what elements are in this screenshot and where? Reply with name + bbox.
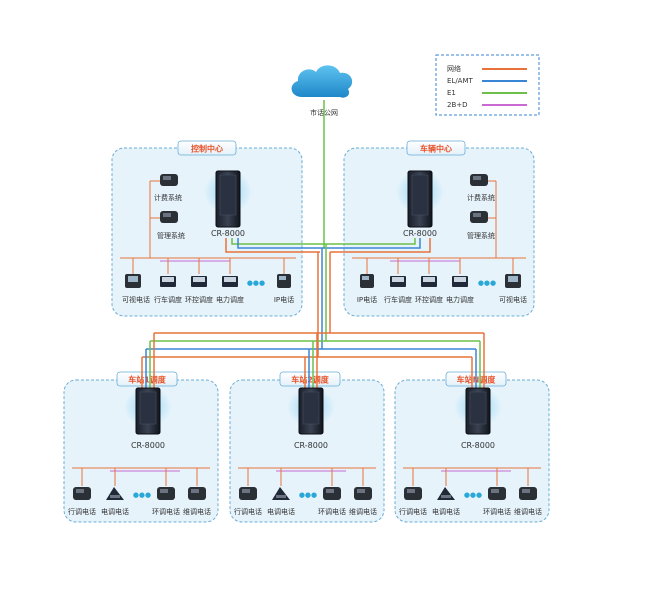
vehicle-terminal-drops — [366, 258, 514, 274]
station-1-phone-label-0: 行调电话 — [68, 507, 96, 516]
control-server-label: CR-8000 — [211, 229, 245, 238]
desk-phone-icon — [323, 487, 341, 500]
dispatch-console-icon — [160, 276, 176, 287]
station-2-ellipsis: ●●● — [299, 491, 317, 499]
station-n-phone-label-2: 环调电话 — [483, 507, 511, 516]
station-1-phone-label-2: 环调电话 — [152, 507, 180, 516]
control-billing-label: 计费系统 — [154, 193, 182, 202]
legend-label-e1: E1 — [447, 89, 456, 97]
vehicle-terminal-label-0: IP电话 — [357, 295, 377, 304]
control-center-title: 控制中心 — [191, 144, 223, 154]
desk-phone-icon — [73, 487, 91, 500]
station-2-title: 车站2调度 — [291, 375, 330, 385]
vehicle-management-phone-icon — [470, 211, 488, 223]
station-n-phones — [404, 487, 537, 500]
station-2-phone-label-1: 电调电话 — [267, 507, 295, 516]
legend-item-2bd: 2B+D — [447, 101, 527, 109]
station-1-phones — [73, 487, 206, 500]
vehicle-server-icon — [396, 170, 444, 228]
control-terminal-label-1: 行车调度 — [154, 295, 182, 304]
control-management-phone-icon — [160, 211, 178, 223]
control-billing-phone-icon — [160, 174, 178, 186]
station-1-server-label: CR-8000 — [131, 441, 165, 450]
vehicle-terminals — [360, 274, 521, 288]
station-n-phone-label-0: 行调电话 — [399, 507, 427, 516]
legend-item-elamt: EL/AMT — [447, 77, 527, 85]
station-n-phone-label-3: 维调电话 — [514, 507, 542, 516]
legend-item-network: 网络 — [447, 64, 527, 73]
vehicle-management-label: 管理系统 — [467, 231, 495, 240]
vehicle-billing-label: 计费系统 — [467, 193, 495, 202]
vehicle-billing-phone-icon — [470, 174, 488, 186]
dispatch-console-icon — [421, 276, 437, 287]
desk-phone-icon — [404, 487, 422, 500]
vehicle-server-label: CR-8000 — [403, 229, 437, 238]
control-terminal-label-3: 电力调度 — [216, 295, 244, 304]
vehicle-terminal-label-3: 电力调度 — [446, 295, 474, 304]
station-n-ellipsis: ●●● — [464, 491, 482, 499]
dispatch-console-icon — [452, 276, 468, 287]
vehicle-center-title: 车辆中心 — [420, 144, 452, 154]
legend: 网络 EL/AMT E1 2B+D — [435, 54, 540, 116]
ip-phone-icon — [277, 274, 291, 288]
station-2-phone-label-0: 行调电话 — [234, 507, 262, 516]
control-center-panel: 控制中心 — [111, 140, 303, 317]
dispatch-phone-icon — [106, 487, 124, 500]
legend-label-network: 网络 — [447, 64, 461, 73]
station-1-phone-label-1: 电调电话 — [101, 507, 129, 516]
station-1-title: 车站1调度 — [128, 375, 167, 385]
control-terminal-label-2: 环控调度 — [185, 295, 213, 304]
vehicle-terminal-label-2: 环控调度 — [415, 295, 443, 304]
backbone-lines — [72, 180, 541, 472]
desk-phone-icon — [519, 487, 537, 500]
vehicle-ellipsis: ●●● — [478, 279, 496, 287]
control-terminal-drops — [132, 258, 285, 274]
station-2-phone-label-2: 环调电话 — [318, 507, 346, 516]
ip-phone-icon — [360, 274, 374, 288]
video-phone-icon — [505, 274, 521, 288]
dispatch-phone-icon — [272, 487, 290, 500]
station-n-phone-label-1: 电调电话 — [432, 507, 460, 516]
station-1-server-icon — [124, 387, 172, 435]
control-terminal-label-4: IP电话 — [274, 295, 294, 304]
station-phone-drops — [81, 468, 529, 486]
vehicle-center-panel: 车辆中心 — [343, 140, 535, 317]
video-phone-icon — [125, 274, 141, 288]
dispatch-console-icon — [191, 276, 207, 287]
station-n-server-icon — [454, 387, 502, 435]
station-2-phones — [239, 487, 372, 500]
station-1-panel: 车站1调度 — [63, 371, 219, 523]
vehicle-terminal-label-4: 可视电话 — [499, 295, 527, 304]
desk-phone-icon — [188, 487, 206, 500]
control-ellipsis: ●●● — [247, 279, 265, 287]
station-1-ellipsis: ●●● — [133, 491, 151, 499]
legend-item-e1: E1 — [447, 89, 527, 97]
control-terminal-label-0: 可视电话 — [122, 295, 150, 304]
control-server-icon — [204, 170, 252, 228]
control-terminals — [125, 274, 291, 288]
station-2-server-icon — [287, 387, 335, 435]
desk-phone-icon — [239, 487, 257, 500]
dispatch-phone-icon — [437, 487, 455, 500]
dispatch-console-icon — [390, 276, 406, 287]
legend-label-2bd: 2B+D — [447, 101, 468, 109]
station-2-panel: 车站2调度 — [229, 371, 385, 523]
legend-label-elamt: EL/AMT — [447, 77, 474, 85]
station-1-phone-label-3: 维调电话 — [183, 507, 211, 516]
station-2-phone-label-3: 维调电话 — [349, 507, 377, 516]
station-2-server-label: CR-8000 — [294, 441, 328, 450]
desk-phone-icon — [488, 487, 506, 500]
control-management-label: 管理系统 — [157, 231, 185, 240]
station-n-server-label: CR-8000 — [461, 441, 495, 450]
vehicle-terminal-label-1: 行车调度 — [384, 295, 412, 304]
cloud-icon — [291, 65, 353, 98]
desk-phone-icon — [157, 487, 175, 500]
desk-phone-icon — [354, 487, 372, 500]
dispatch-console-icon — [222, 276, 238, 287]
